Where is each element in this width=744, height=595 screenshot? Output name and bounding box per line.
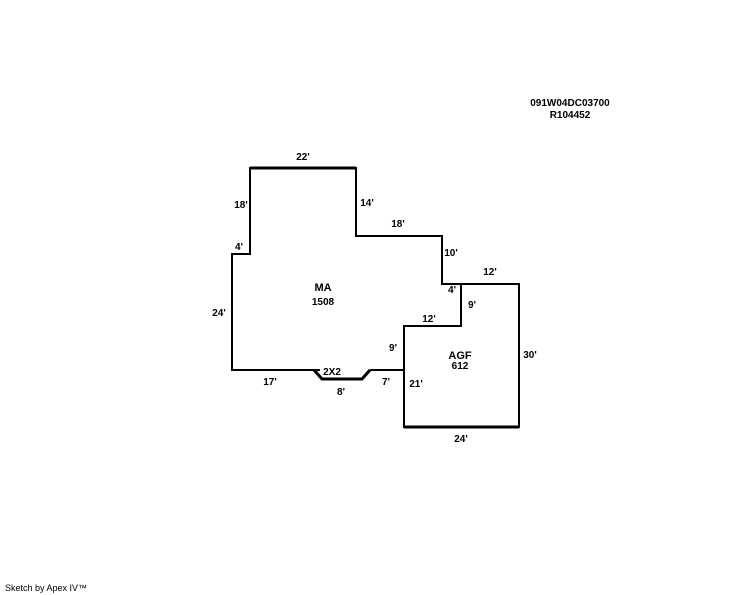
agf-area-name: AGF <box>448 350 472 362</box>
dim-ma-bottom-left: 17' <box>263 377 277 388</box>
dim-ma-top: 22' <box>296 152 310 163</box>
ma-area-name: MA <box>314 282 331 294</box>
dim-ma-notch-drop: 9' <box>468 300 476 311</box>
dim-ma-left-lower: 24' <box>212 308 226 319</box>
parcel-header: 091W04DC03700 R104452 <box>510 98 630 122</box>
dim-bump-bottom: 8' <box>337 387 345 398</box>
dim-ma-step-right: 14' <box>360 198 374 209</box>
dim-ma-bottom-right: 7' <box>382 377 390 388</box>
dim-ma-left-upper: 18' <box>234 200 248 211</box>
parcel-id: 091W04DC03700 <box>530 98 610 109</box>
dim-agf-top: 12' <box>483 267 497 278</box>
dim-bump-label: 2X2 <box>323 367 341 378</box>
dim-ma-notch-run: 12' <box>422 314 436 325</box>
ma-area-sqft: 1508 <box>312 297 335 308</box>
software-credit: Sketch by Apex IV™ <box>5 583 88 593</box>
bump-outline <box>312 369 372 381</box>
dim-agf-left: 21' <box>409 379 423 390</box>
dim-ma-notch-jog: 4' <box>448 285 456 296</box>
dim-ma-mid-run: 18' <box>391 219 405 230</box>
dim-agf-bottom: 24' <box>454 434 468 445</box>
parcel-ref: R104452 <box>549 110 591 121</box>
dim-ma-right-lower: 9' <box>389 343 397 354</box>
agf-area-sqft: 612 <box>452 361 469 372</box>
dim-ma-drop: 10' <box>444 248 458 259</box>
dim-agf-right: 30' <box>523 350 537 361</box>
ma-outline <box>231 167 462 371</box>
dim-ma-left-jog: 4' <box>235 242 243 253</box>
